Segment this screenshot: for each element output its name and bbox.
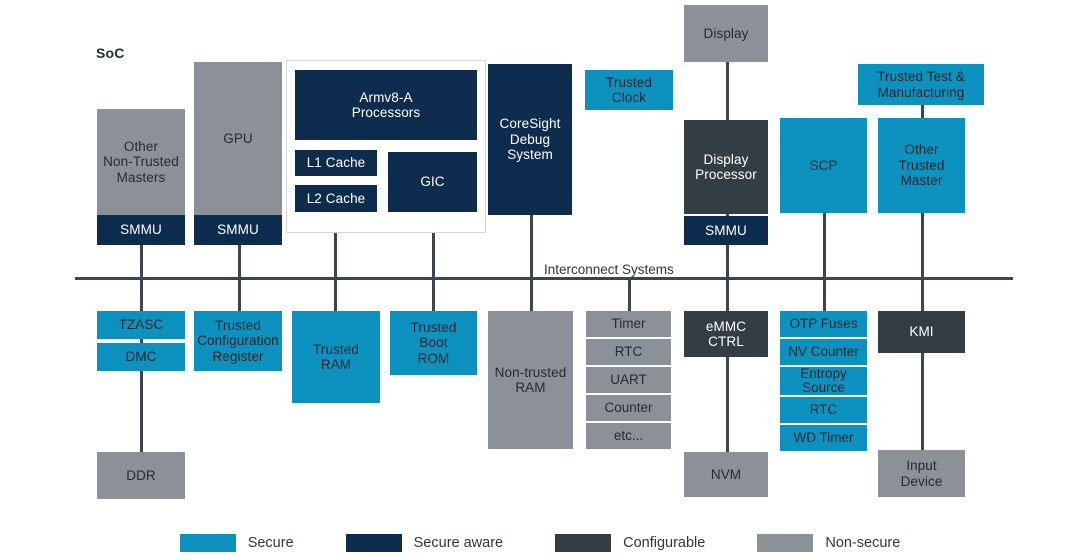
block-gpu[interactable]: GPU [194,62,282,215]
block-trusted-clock[interactable]: Trusted Clock [585,70,673,110]
connector-line [726,245,729,315]
connector-line [238,245,241,315]
connector-line [140,245,143,315]
stack-cell[interactable]: RTC [586,339,671,365]
block-display[interactable]: Display [684,5,768,62]
legend-item: Non-secure [757,534,900,552]
block-smmu-display[interactable]: SMMU [684,216,768,245]
block-trusted-configuration-register[interactable]: Trusted Configuration Register [194,311,282,371]
block-gic[interactable]: GIC [388,152,477,212]
block-input-device[interactable]: Input Device [878,450,965,497]
connector-line [530,215,533,315]
block-coresight-debug-system[interactable]: CoreSight Debug System [488,64,572,215]
interconnect-bus-label: Interconnect Systems [544,262,674,277]
block-trusted-boot-rom[interactable]: Trusted Boot ROM [390,311,477,375]
stack-cell[interactable]: Timer [586,311,671,337]
block-smmu-gpu[interactable]: SMMU [194,215,282,245]
legend-swatch [345,534,402,552]
block-armv8a-processors[interactable]: Armv8-A Processors [295,70,477,140]
connector-line [140,335,143,460]
stack-cell[interactable]: WD Timer [780,425,867,451]
connector-line [921,340,924,452]
connector-line [921,213,924,315]
block-trusted-test-manufacturing[interactable]: Trusted Test & Manufacturing [858,64,984,105]
legend-item: Configurable [555,534,705,552]
stack-cell[interactable]: NV Counter [780,339,867,365]
connector-line [334,212,337,317]
connector-line [726,62,729,120]
block-kmi[interactable]: KMI [878,311,965,353]
block-trusted-ram[interactable]: Trusted RAM [292,311,380,403]
connector-line [921,105,924,121]
legend-label: Non-secure [825,535,901,551]
block-display-processor[interactable]: Display Processor [684,120,768,214]
stack-cell[interactable]: UART [586,367,671,393]
stack-cell[interactable]: OTP Fuses [780,311,867,337]
block-smmu-masters[interactable]: SMMU [97,215,185,245]
legend-swatch [179,534,236,552]
legend: Secure Secure aware Configurable Non-secure [0,534,1080,552]
legend-item: Secure aware [345,534,504,552]
legend-swatch [555,534,612,552]
interconnect-bus-line [75,277,1013,280]
block-emmc-ctrl[interactable]: eMMC CTRL [684,311,768,357]
block-dmc[interactable]: DMC [97,343,185,371]
stack-cell[interactable]: etc... [586,423,671,449]
legend-label: Secure [247,535,294,551]
block-other-non-trusted-masters[interactable]: Other Non-Trusted Masters [97,109,185,215]
legend-label: Configurable [623,535,706,551]
soc-title: SoC [96,45,125,61]
legend-label: Secure aware [413,535,504,551]
block-l1-cache[interactable]: L1 Cache [295,150,377,176]
legend-item: Secure [179,534,294,552]
block-l2-cache[interactable]: L2 Cache [295,185,377,212]
block-non-trusted-ram[interactable]: Non-trusted RAM [488,311,573,449]
block-other-trusted-master[interactable]: Other Trusted Master [878,118,965,213]
connector-line [823,213,826,315]
block-tzasc[interactable]: TZASC [97,311,185,339]
block-nvm[interactable]: NVM [684,452,768,497]
stack-cell[interactable]: Entropy Source [780,366,867,395]
connector-line [628,279,631,313]
connector-line [726,355,729,455]
block-ddr[interactable]: DDR [97,452,185,499]
legend-swatch [757,534,814,552]
block-scp[interactable]: SCP [780,118,867,213]
stack-cell[interactable]: Counter [586,395,671,421]
connector-line [432,212,435,317]
stack-cell[interactable]: RTC [780,397,867,423]
